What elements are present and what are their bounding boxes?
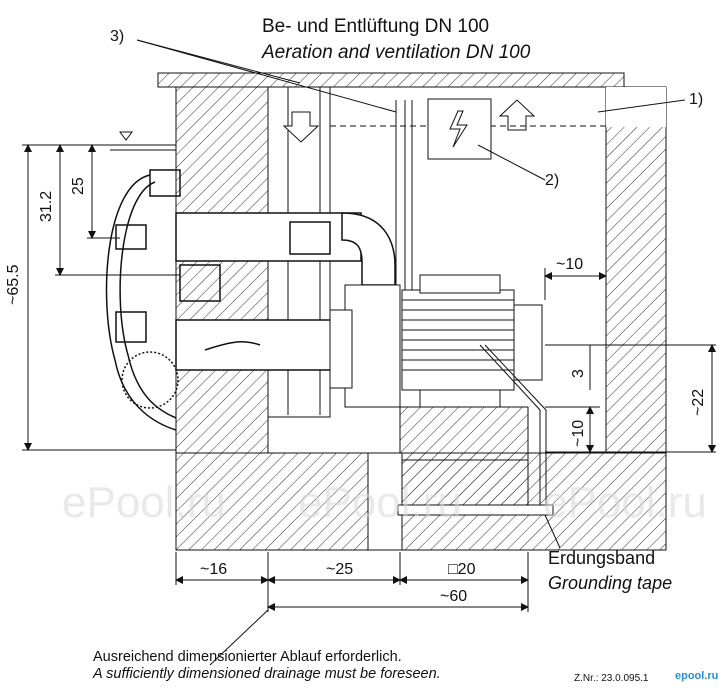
callout-1: 1): [689, 91, 704, 108]
dim-22: ~22: [690, 388, 707, 416]
electrical-box: [427, 98, 492, 160]
brand-logo: epool.ru: [675, 670, 719, 682]
water-level: [95, 131, 176, 151]
dim-10-top: ~10: [556, 256, 584, 273]
watermark: ePool.ru: [543, 478, 707, 527]
dim-16: ~16: [200, 561, 228, 578]
callout-3: 3): [110, 28, 125, 45]
dimension-lines: [22, 144, 716, 612]
pipework: [175, 212, 396, 371]
callout-leaders: [136, 39, 686, 666]
drawing-number: Z.Nr.: 23.0.095.1: [574, 673, 649, 684]
grounding-label-english: Grounding tape: [548, 573, 673, 593]
dim-60: ~60: [440, 588, 468, 605]
dim-65-5: ~65.5: [5, 264, 22, 305]
grounding-label-german: Erdungsband: [548, 548, 656, 568]
pump-motor: [329, 274, 543, 408]
dim-3: 3: [570, 369, 587, 378]
dim-31-2: 31.2: [38, 190, 55, 222]
dim-25-horizontal: ~25: [326, 561, 354, 578]
watermark: ePool.ru: [298, 478, 462, 527]
watermark: ePool.ru: [62, 478, 226, 527]
drainage-note-german: Ausreichend dimensionierter Ablauf erfor…: [93, 649, 402, 665]
dim-20: □20: [448, 561, 476, 578]
title-english: Aeration and ventilation DN 100: [262, 42, 531, 63]
grounding-tape: [397, 344, 561, 549]
callout-2: 2): [545, 172, 560, 189]
title-german: Be- und Entlüftung DN 100: [262, 16, 490, 37]
dim-10-vertical: ~10: [570, 419, 587, 447]
jet-unit-housing: [105, 169, 221, 431]
dim-25-vertical: 25: [70, 177, 87, 195]
drainage-note-english: A sufficiently dimensioned drainage must…: [93, 666, 441, 682]
